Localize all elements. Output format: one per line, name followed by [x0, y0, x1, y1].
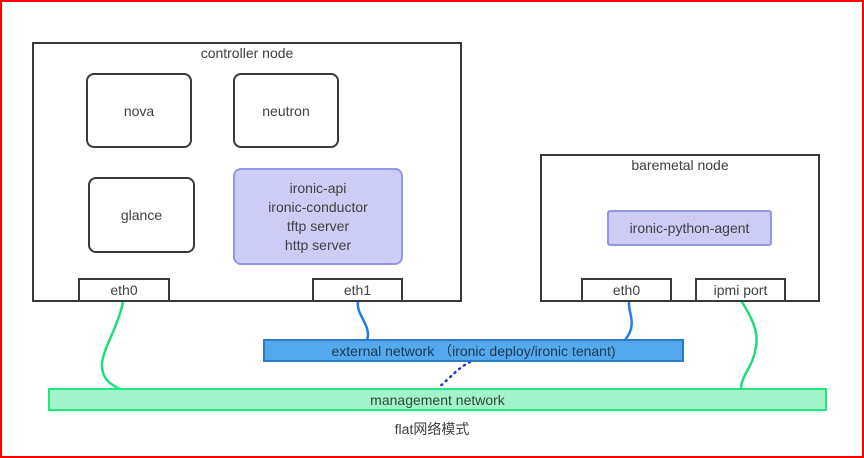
- ironic-service-line: http server: [284, 236, 352, 253]
- ironic-python-agent-label: ironic-python-agent: [629, 220, 750, 236]
- baremetal-node-title: baremetal node: [631, 157, 729, 173]
- nova-box: nova: [86, 73, 192, 148]
- external-network-bar: external network （ironic deploy/ironic t…: [263, 339, 684, 362]
- management-network-bar: management network: [48, 388, 827, 411]
- ironic-services-box: ironic-api ironic-conductor tftp server …: [233, 168, 403, 265]
- nova-label: nova: [123, 102, 155, 119]
- ipmi-port-label: ipmi port: [713, 282, 768, 298]
- ironic-service-line: ironic-conductor: [268, 198, 368, 215]
- management-network-label: management network: [370, 391, 505, 408]
- baremetal-node-box: [540, 154, 820, 302]
- controller-eth0-port: eth0: [78, 278, 170, 302]
- neutron-label: neutron: [262, 102, 310, 119]
- baremetal-eth0-port: eth0: [581, 278, 672, 302]
- baremetal-eth0-label: eth0: [612, 282, 641, 298]
- neutron-box: neutron: [233, 73, 339, 148]
- diagram-caption: flat网络模式: [394, 421, 470, 437]
- controller-eth1-label: eth1: [343, 282, 372, 298]
- wire-baremetal-eth0-to-external: [623, 300, 633, 342]
- external-network-label: external network （ironic deploy/ironic t…: [331, 342, 616, 359]
- glance-box: glance: [88, 177, 195, 253]
- controller-eth0-label: eth0: [110, 282, 138, 298]
- controller-eth1-port: eth1: [312, 278, 403, 302]
- wire-external-to-management-dotted: [436, 360, 472, 390]
- ironic-python-agent-box: ironic-python-agent: [607, 210, 772, 246]
- ironic-service-line: ironic-api: [289, 179, 347, 196]
- wire-controller-eth0-to-management: [100, 300, 125, 391]
- wire-ipmi-to-management: [739, 300, 758, 390]
- ironic-service-line: tftp server: [286, 217, 350, 234]
- controller-node-title: controller node: [200, 45, 294, 61]
- glance-label: glance: [120, 207, 163, 223]
- wire-controller-eth1-to-external: [356, 300, 370, 342]
- ipmi-port: ipmi port: [695, 278, 786, 302]
